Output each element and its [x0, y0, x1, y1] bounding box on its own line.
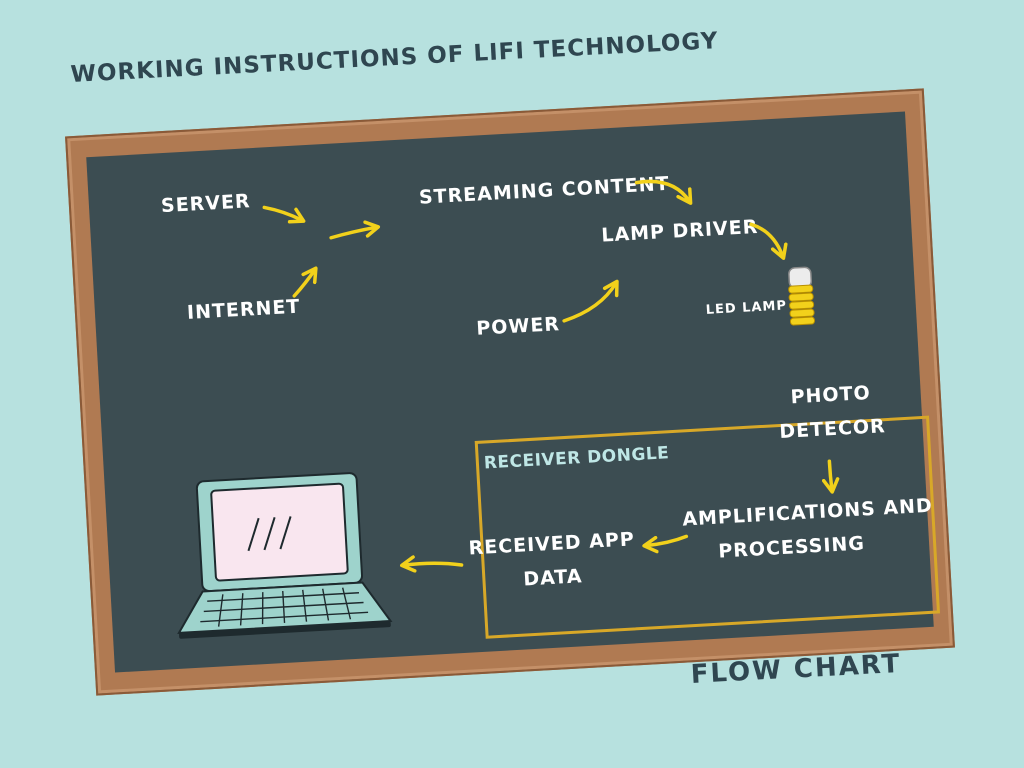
chalkboard: RECEIVER DONGLE SERVER INTERNET STREAMIN… — [65, 88, 955, 696]
arrow-photo-to-amp — [821, 459, 840, 494]
led-lamp-icon — [788, 266, 816, 326]
diagram-overlay — [177, 179, 840, 639]
page-title: WORKING INSTRUCTIONS OF LIFI TECHNOLOGY — [70, 28, 720, 88]
arrow-streaming-to-driver — [634, 179, 693, 205]
arrow-dongle-to-laptop — [400, 555, 464, 573]
arrow-power — [562, 279, 619, 323]
board-slate: RECEIVER DONGLE SERVER INTERNET STREAMIN… — [86, 111, 941, 673]
arrow-to-streaming — [329, 220, 381, 240]
arrow-driver-to-lamp — [749, 222, 788, 260]
arrow-amp-to-received — [642, 534, 689, 554]
arrow-server — [262, 205, 306, 224]
laptop-icon — [177, 472, 393, 639]
arrow-internet — [292, 266, 318, 298]
